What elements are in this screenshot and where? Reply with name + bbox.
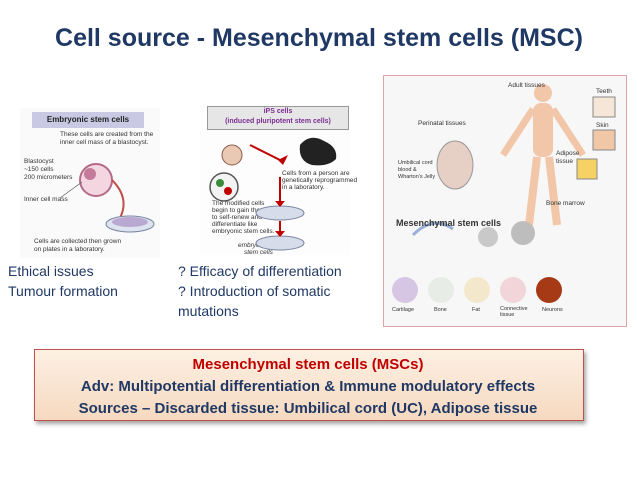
msc-figure-text: Cartilage: [392, 307, 415, 313]
esc-figure-text: on plates in a laboratory.: [34, 246, 105, 253]
esc-figure-text: Inner cell mass: [24, 196, 68, 203]
msc-figure-text: Connective tissue: [500, 306, 528, 318]
ips-figure-text: Cells from a person are: [282, 170, 350, 177]
ips-illustration: [209, 137, 337, 251]
msc-box-advantages: Adv: Multipotential differentiation & Im…: [80, 378, 536, 395]
ips-header-line1: iPS cells: [263, 108, 293, 115]
esc-figure-text: inner cell mass of a blastocyst.: [60, 139, 149, 146]
msc-figure-text: Umbilical cord blood & Wharton's Jelly: [398, 160, 436, 180]
ips-issue-label: mutations: [178, 303, 239, 319]
esc-issue-label: Ethical issues: [8, 263, 94, 279]
msc-figure-label: Mesenchymal stem cells: [396, 218, 502, 228]
ips-figure-header: iPS cells (induced pluripotent stem cell…: [207, 106, 349, 130]
msc-summary-box: [34, 349, 584, 421]
msc-figure-text: Bone: [434, 307, 447, 313]
page-title: Cell source - Mesenchymal stem cells (MS…: [55, 24, 583, 52]
ips-figure-text: in a laboratory.: [282, 184, 325, 191]
msc-box-heading: Mesenchymal stem cells (MSCs): [192, 356, 424, 373]
esc-figure-text: These cells are created from the: [60, 131, 154, 138]
msc-figure-text: Perinatal tissues: [418, 120, 466, 127]
msc-figure-text: Fat: [472, 307, 480, 313]
ips-figure-text: The modified cells: [212, 200, 265, 207]
esc-issue-label: Tumour formation: [8, 283, 118, 299]
ips-figure-text: genetically reprogrammed: [282, 177, 358, 184]
ips-figure-text: differentiate like: [212, 221, 258, 228]
ips-header-line2: (induced pluripotent stem cells): [225, 118, 331, 125]
msc-figure-text: Skin: [596, 122, 609, 129]
esc-figure-text: Cells are collected then grown: [34, 238, 122, 245]
ips-figure-text: stem cells: [244, 249, 273, 256]
msc-figure-text: Bone marrow: [546, 200, 585, 207]
esc-figure-header: Embryonic stem cells: [32, 112, 144, 128]
msc-figure-text: Adipose tissue: [556, 150, 580, 165]
ips-figure-text: embryonic stem cells.: [212, 228, 275, 235]
ips-issue-label: ? Introduction of somatic: [178, 283, 331, 299]
esc-figure-text: 200 micrometers: [24, 174, 73, 181]
msc-illustration: [392, 84, 616, 303]
ips-figure-text: begin to gain the ability: [212, 207, 279, 214]
ips-figure-text: to self-renew and: [212, 214, 262, 221]
esc-figure-text: ~150 cells: [24, 166, 54, 173]
msc-box-sources: Sources – Discarded tissue: Umbilical co…: [78, 400, 538, 417]
ips-issue-label: ? Efficacy of differentiation: [178, 263, 342, 279]
esc-illustration: [59, 163, 155, 233]
esc-figure-text: Blastocyst: [24, 158, 54, 165]
msc-figure-text: Teeth: [596, 88, 612, 95]
msc-figure-text: Adult tissues: [508, 82, 545, 89]
msc-figure-text: Neurons: [542, 307, 563, 313]
